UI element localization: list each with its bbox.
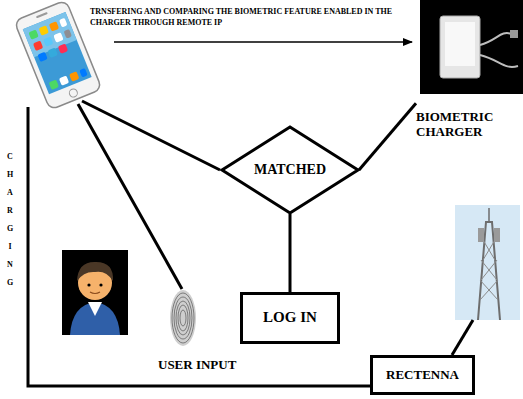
fingerprint-picture [170,290,196,346]
smartphone-picture [14,0,102,110]
annotation-text: TRNSFERING AND COMPARING THE BIOMETRIC F… [90,6,410,28]
process-box: RECTENNA [370,355,475,395]
node-text: LOG IN [263,309,317,326]
connector-line [359,103,416,170]
process-box: LOG IN [240,292,340,344]
node-text: MATCHED [254,162,326,178]
charger-picture [420,0,523,94]
decision-diamond: MATCHED [220,125,360,215]
tower-picture [455,205,520,320]
user-picture [62,250,128,335]
connector-wires [28,101,473,386]
charger-node: BIOMETRIC CHARGER [416,0,523,150]
node-text: RECTENNA [386,368,459,383]
vertical-label: CHARGING [6,148,14,292]
transfer-arrow [114,41,412,43]
caption-label: USER INPUT [158,357,288,373]
node-text: BIOMETRIC CHARGER [416,110,523,140]
connector-line [289,214,292,292]
